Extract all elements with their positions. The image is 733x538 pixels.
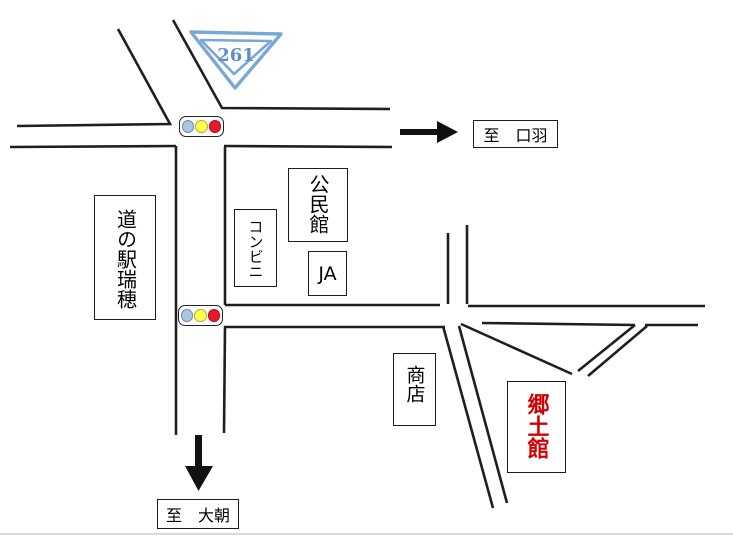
folk-museum-label: 郷土館 bbox=[523, 393, 550, 459]
to-oasa-label: 至 大朝 bbox=[165, 506, 230, 525]
traffic-lamp-red bbox=[207, 309, 221, 322]
label-box-shop: 商店 bbox=[393, 353, 436, 426]
shop-label: 商店 bbox=[403, 365, 426, 403]
route-sign-number: 261 bbox=[217, 45, 255, 66]
junction-island-right bbox=[577, 323, 636, 373]
label-box-ja: JA bbox=[308, 251, 347, 296]
traffic-lamp-red bbox=[208, 120, 222, 133]
to-kuchiba-label: 至 口羽 bbox=[483, 126, 548, 145]
traffic-lamp-blue bbox=[180, 309, 194, 322]
label-box-roadside-station-mizuho: 道の駅瑞穂 bbox=[94, 195, 156, 320]
junction-branch-outer bbox=[587, 325, 648, 377]
east-direction-arrow-icon bbox=[400, 121, 458, 143]
route-sign-outer-triangle bbox=[189, 30, 283, 90]
road-northwest-lower-edge bbox=[171, 19, 391, 111]
road-northwest-upper-edge bbox=[16, 28, 173, 128]
junction-diagonal-left bbox=[460, 322, 573, 376]
road-west-bottom-edge bbox=[9, 144, 177, 149]
window-bottom-edge bbox=[0, 533, 733, 535]
junction-island-top bbox=[481, 321, 636, 327]
label-box-folk-museum: 郷土館 bbox=[507, 381, 566, 473]
label-box-to-oasa: 至 大朝 bbox=[157, 499, 239, 529]
route-sign-inner-triangle bbox=[199, 38, 273, 76]
roadside-station-label: 道の駅瑞穂 bbox=[113, 209, 138, 309]
label-box-community-center: 公民館 bbox=[288, 168, 348, 242]
ja-label: JA bbox=[318, 262, 337, 285]
label-box-convenience-store: コンビニ bbox=[234, 209, 277, 287]
kyodokan-road-left-edge bbox=[441, 325, 495, 509]
community-center-label: 公民館 bbox=[306, 174, 330, 234]
convenience-store-label: コンビニ bbox=[246, 219, 265, 279]
route-261-sign: 261 bbox=[189, 30, 283, 90]
road-south-right-edge-lower bbox=[222, 326, 227, 434]
label-box-to-kuchiba: 至 口羽 bbox=[473, 120, 558, 148]
traffic-light-icon-north bbox=[179, 116, 224, 137]
traffic-light-icon-south bbox=[178, 305, 223, 326]
kyodokan-road-right-edge bbox=[457, 325, 509, 504]
traffic-lamp-yellow bbox=[194, 309, 207, 322]
road-east-bottom-edge bbox=[223, 144, 393, 149]
south-direction-arrow-icon bbox=[185, 435, 213, 491]
traffic-lamp-blue bbox=[181, 120, 195, 133]
traffic-lamp-yellow bbox=[195, 120, 208, 133]
